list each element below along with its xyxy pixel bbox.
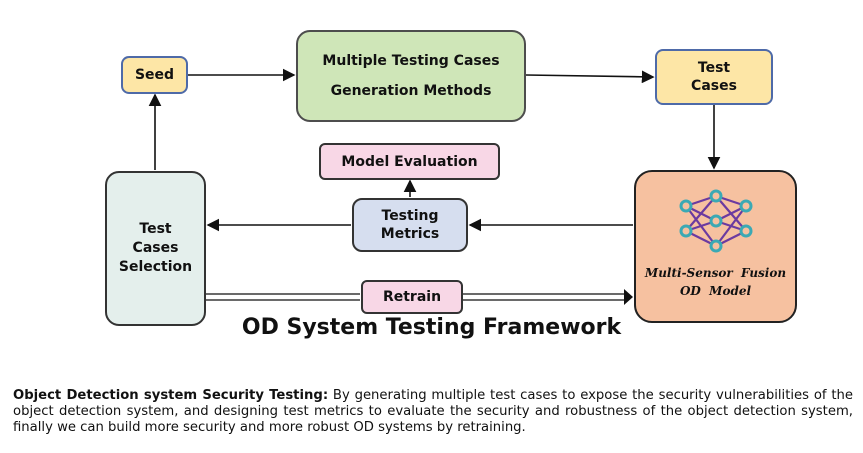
generation-methods-node: Multiple Testing Cases Generation Method… [296, 30, 526, 122]
generation-methods-line1: Multiple Testing Cases [322, 53, 500, 69]
retrain-label: Retrain [382, 289, 442, 305]
selection-line3: Selection [118, 259, 193, 275]
caption-bold: Object Detection system Security Testing… [13, 388, 329, 403]
diagram-title: OD System Testing Framework [241, 315, 622, 340]
caption-text: By generating multiple test cases to exp… [13, 388, 853, 435]
od-model-line1: Multi-Sensor Fusion [644, 266, 787, 280]
seed-node: Seed [121, 56, 188, 94]
od-model-line2: OD Model [679, 284, 752, 298]
test-cases-line1: Test [697, 60, 731, 76]
testing-metrics-line1: Testing [381, 208, 439, 224]
model-evaluation-node: Model Evaluation [319, 143, 500, 180]
generation-methods-line2: Generation Methods [330, 83, 492, 99]
retrain-node: Retrain [361, 280, 463, 314]
testing-metrics-node: Testing Metrics [352, 198, 468, 252]
model-evaluation-label: Model Evaluation [341, 153, 478, 170]
arrow-methods-to-testcases [525, 70, 655, 84]
seed-label: Seed [134, 67, 175, 83]
selection-line1: Test [139, 221, 172, 237]
test-cases-line2: Cases [691, 78, 737, 94]
testing-metrics-line2: Metrics [380, 226, 440, 242]
caption: Object Detection system Security Testing… [13, 388, 853, 436]
od-model-node: Multi-Sensor Fusion OD Model [634, 170, 797, 323]
test-cases-selection-node: Test Cases Selection [105, 171, 206, 326]
selection-line2: Cases [132, 240, 179, 256]
neural-network-icon [679, 189, 752, 253]
retrain-arrowhead [624, 289, 633, 305]
test-cases-node: Test Cases [655, 49, 773, 105]
